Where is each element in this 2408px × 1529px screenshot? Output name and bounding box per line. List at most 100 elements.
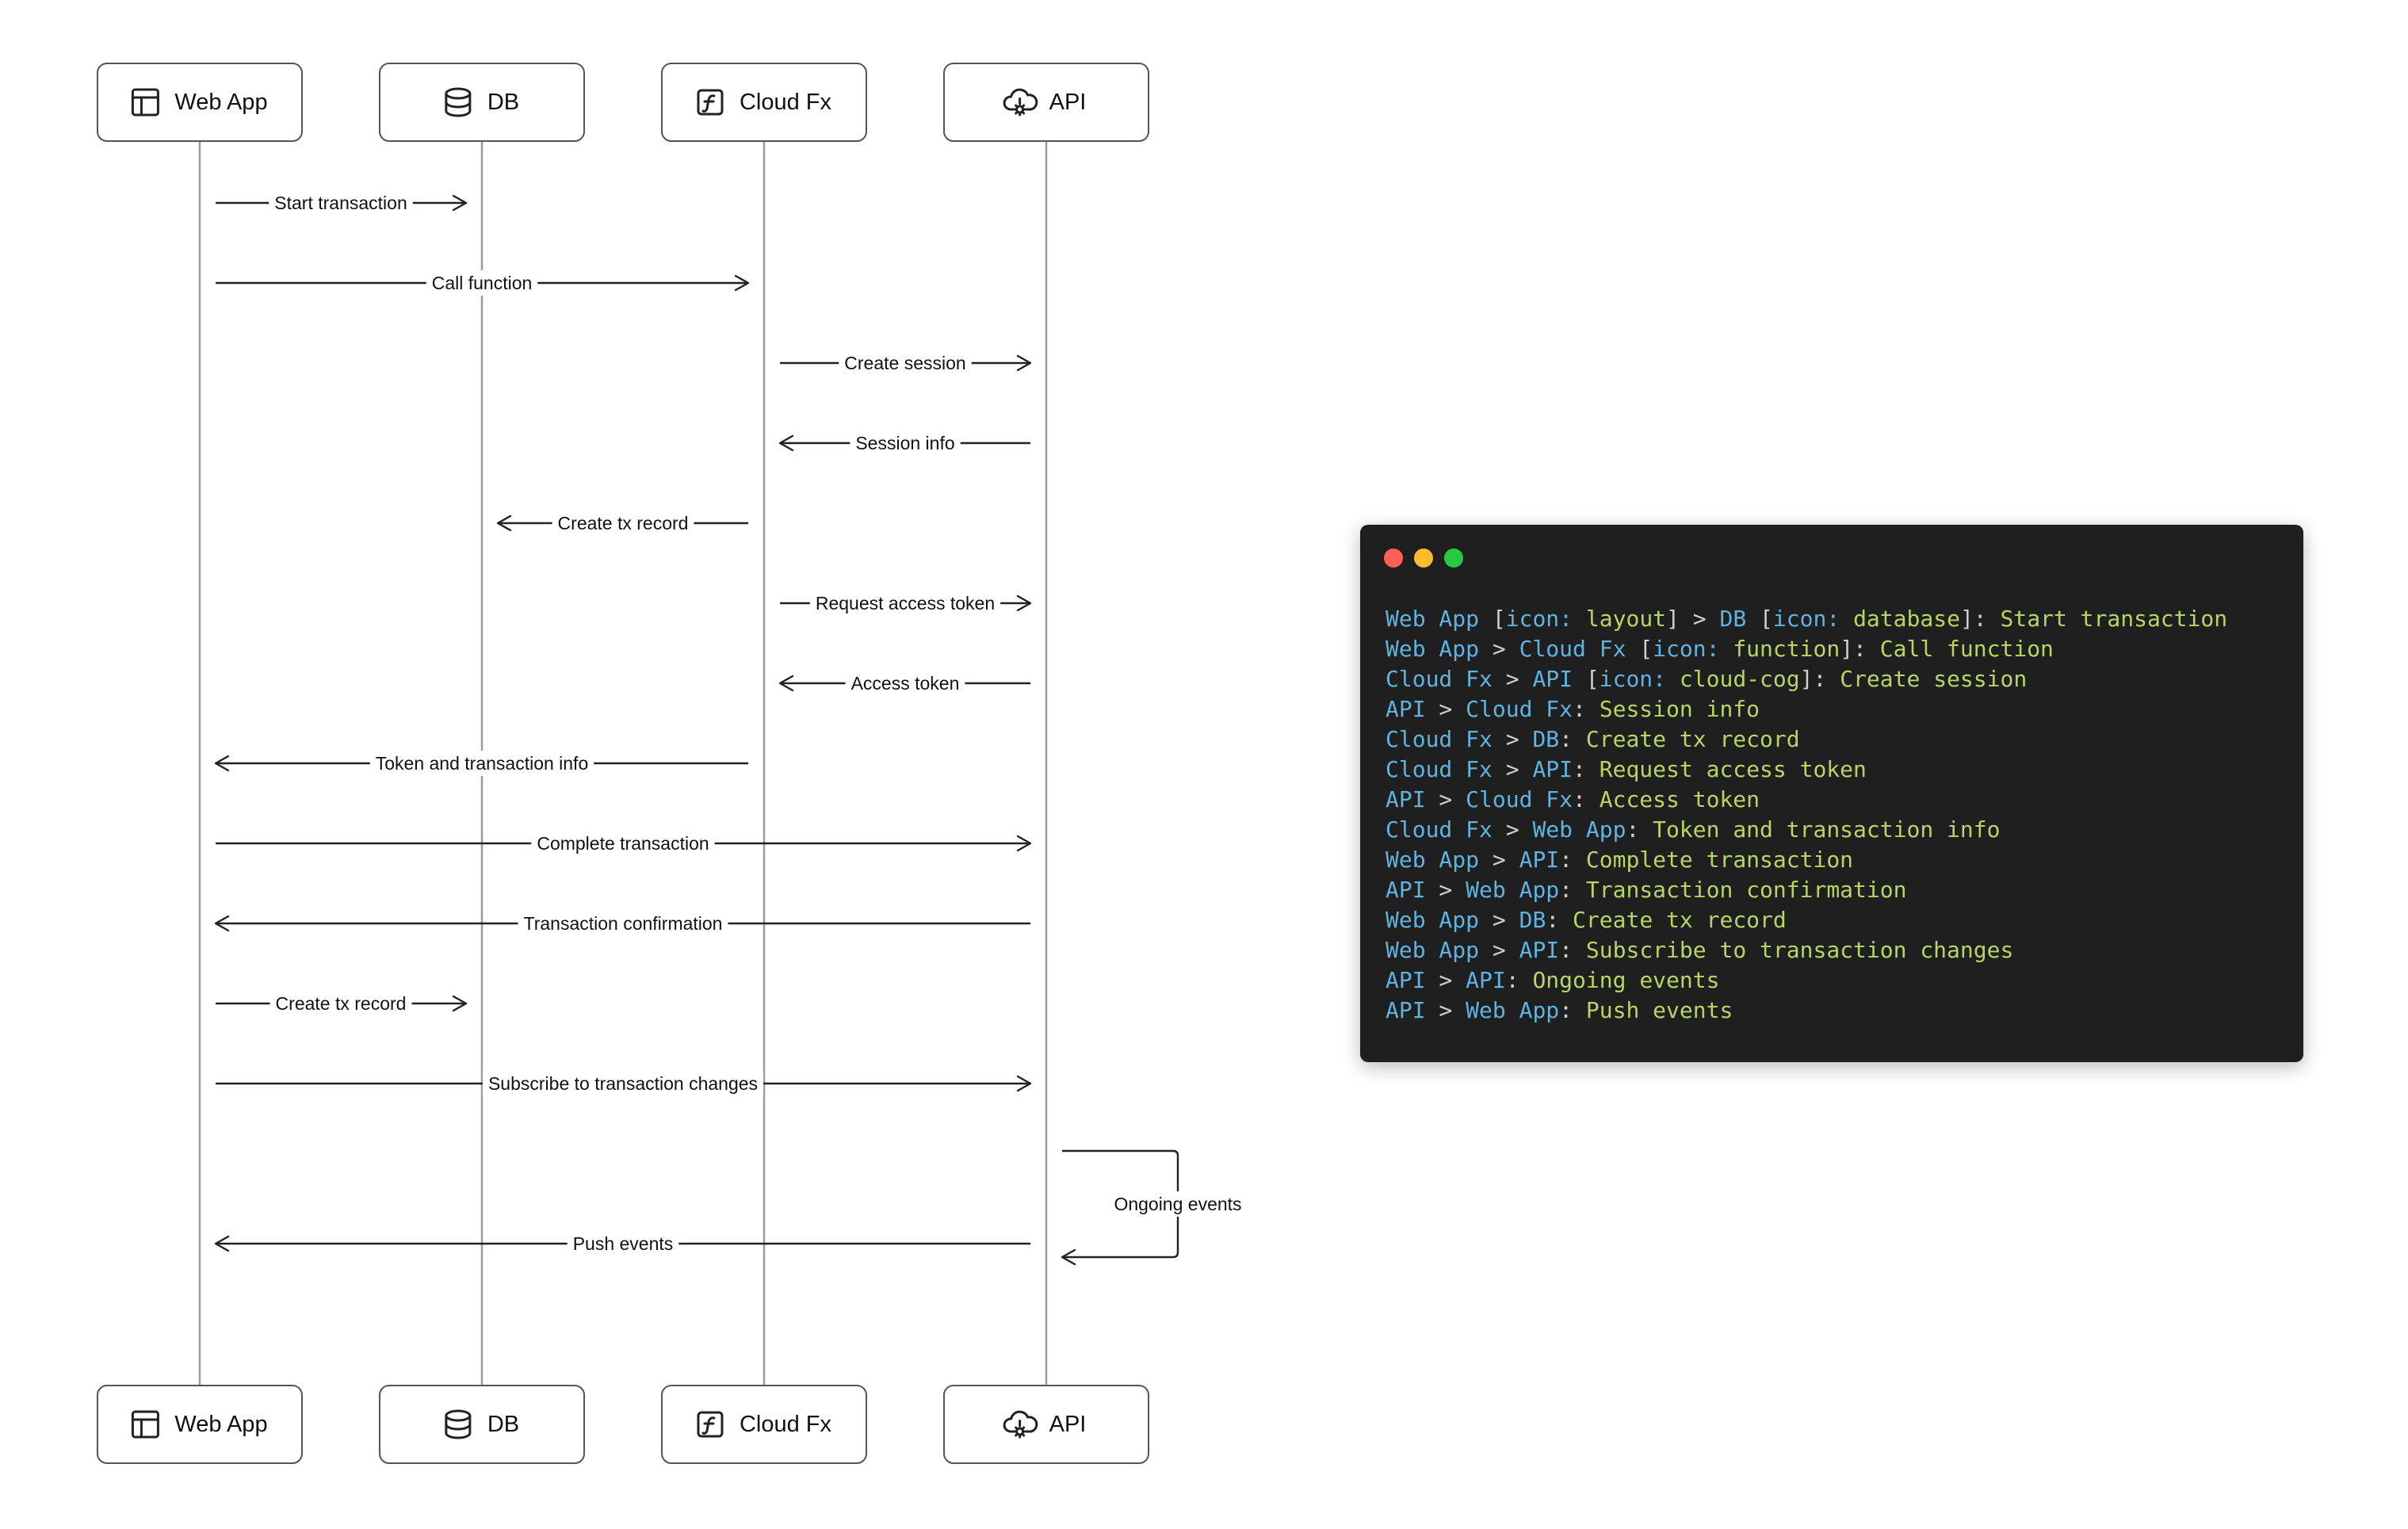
- code-token-label: Ongoing events: [1532, 967, 1720, 993]
- code-token-label: Create tx record: [1585, 726, 1800, 752]
- code-token-punct: >: [1479, 937, 1519, 963]
- code-token-name: Web App: [1386, 937, 1480, 963]
- code-token-label: Push events: [1585, 997, 1733, 1023]
- code-line: Web App > DB: Create tx record: [1386, 905, 2227, 935]
- code-token-punct: >: [1479, 636, 1519, 662]
- code-line: API > Cloud Fx: Session info: [1386, 694, 2227, 724]
- code-token-name: API: [1386, 877, 1426, 903]
- message-label: Complete transaction: [537, 833, 709, 854]
- code-token-name: DB: [1719, 606, 1747, 632]
- code-token-punct: :: [1626, 816, 1653, 843]
- message-label: Create session: [844, 353, 965, 373]
- code-line: Cloud Fx > API: Request access token: [1386, 755, 2227, 785]
- arrow-head: [452, 194, 468, 212]
- code-token-key: icon:: [1599, 666, 1667, 692]
- database-icon: [445, 1409, 472, 1439]
- message-3: Create session: [780, 350, 1032, 376]
- code-token-punct: [: [1479, 606, 1506, 632]
- code-token-punct: >: [1492, 666, 1533, 692]
- participant-cloud-fx-bottom: Cloud Fx: [661, 1385, 867, 1464]
- message-1: Start transaction: [216, 190, 468, 216]
- code-token-punct: :: [1559, 847, 1586, 873]
- message-2: Call function: [216, 270, 750, 296]
- code-line: Cloud Fx > Web App: Token and transactio…: [1386, 815, 2227, 845]
- minimize-dot[interactable]: [1414, 549, 1433, 568]
- message-6: Request access token: [780, 591, 1032, 616]
- code-token-punct: >: [1479, 907, 1519, 933]
- participant-web-app-bottom: Web App: [97, 1385, 303, 1464]
- code-token-label: Complete transaction: [1585, 847, 1854, 873]
- arrow-head: [1016, 835, 1032, 852]
- arrow-head: [1016, 1075, 1032, 1092]
- code-line: API > API: Ongoing events: [1386, 965, 2227, 996]
- code-token-name: API: [1386, 696, 1426, 722]
- code-token-punct: :: [1546, 907, 1573, 933]
- code-token-name: Cloud Fx: [1386, 666, 1493, 692]
- code-line: Web App > Cloud Fx [icon: function]: Cal…: [1386, 634, 2227, 664]
- code-token-name: API: [1519, 847, 1560, 873]
- arrow-head: [1016, 594, 1032, 612]
- code-token-punct: ] >: [1666, 606, 1720, 632]
- message-11: Create tx record: [216, 991, 468, 1016]
- message-14: Push events: [214, 1231, 1030, 1256]
- message-7: Access token: [778, 671, 1030, 696]
- code-token-val: database: [1840, 606, 1960, 632]
- code-token-punct: >: [1425, 967, 1466, 993]
- participant-name: DB: [487, 90, 519, 115]
- code-token-name: Cloud Fx: [1519, 636, 1626, 662]
- code-token-label: Subscribe to transaction changes: [1585, 937, 2014, 963]
- message-label: Start transaction: [274, 193, 407, 213]
- code-line: Cloud Fx > API [icon: cloud-cog]: Create…: [1386, 664, 2227, 694]
- message-13: Ongoing events: [1061, 1149, 1247, 1266]
- code-token-label: Token and transaction info: [1653, 816, 2001, 843]
- message-label: Call function: [432, 273, 533, 293]
- arrow-head: [452, 995, 468, 1012]
- message-label: Create tx record: [276, 993, 407, 1014]
- maximize-dot[interactable]: [1444, 549, 1463, 568]
- code-token-val: layout: [1573, 606, 1667, 632]
- code-token-name: Web App: [1386, 606, 1480, 632]
- cloud-cog-icon: [1003, 1410, 1038, 1439]
- message-label: Create tx record: [558, 513, 689, 533]
- code-token-label: Start transaction: [2000, 606, 2228, 632]
- code-token-label: Create session: [1840, 666, 2028, 692]
- code-block: Web App [icon: layout] > DB [icon: datab…: [1386, 604, 2227, 1026]
- code-token-name: API: [1386, 997, 1426, 1023]
- code-token-name: Web App: [1386, 907, 1480, 933]
- code-token-key: icon:: [1772, 606, 1840, 632]
- arrow-head: [496, 514, 512, 532]
- close-dot[interactable]: [1384, 549, 1403, 568]
- arrow-head: [734, 274, 750, 292]
- code-line: API > Web App: Transaction confirmation: [1386, 875, 2227, 905]
- function-icon: [697, 89, 724, 116]
- arrow-head: [1016, 354, 1032, 372]
- participant-db-top: DB: [379, 63, 585, 142]
- code-token-name: API: [1386, 786, 1426, 812]
- code-token-name: Cloud Fx: [1386, 756, 1493, 782]
- code-token-punct: ]:: [1840, 636, 1880, 662]
- code-token-label: Call function: [1879, 636, 2054, 662]
- arrow-head: [778, 675, 794, 692]
- code-token-punct: >: [1425, 877, 1466, 903]
- code-token-punct: ]:: [1799, 666, 1840, 692]
- function-icon: [697, 1411, 724, 1438]
- participant-api-top: API: [943, 63, 1149, 142]
- code-token-label: Access token: [1599, 786, 1760, 812]
- code-token-label: Request access token: [1599, 756, 1867, 782]
- participant-name: API: [1049, 90, 1087, 115]
- participant-name: Cloud Fx: [740, 90, 832, 115]
- code-token-punct: >: [1492, 726, 1533, 752]
- code-token-punct: [: [1573, 666, 1600, 692]
- message-label: Ongoing events: [1114, 1194, 1241, 1214]
- code-line: API > Web App: Push events: [1386, 996, 2227, 1026]
- code-token-val: function: [1719, 636, 1840, 662]
- code-token-name: Cloud Fx: [1386, 726, 1493, 752]
- code-token-punct: :: [1573, 696, 1600, 722]
- participant-db-bottom: DB: [379, 1385, 585, 1464]
- code-token-key: icon:: [1505, 606, 1573, 632]
- message-8: Token and transaction info: [214, 751, 748, 776]
- code-token-name: API: [1519, 937, 1560, 963]
- code-token-punct: >: [1425, 786, 1466, 812]
